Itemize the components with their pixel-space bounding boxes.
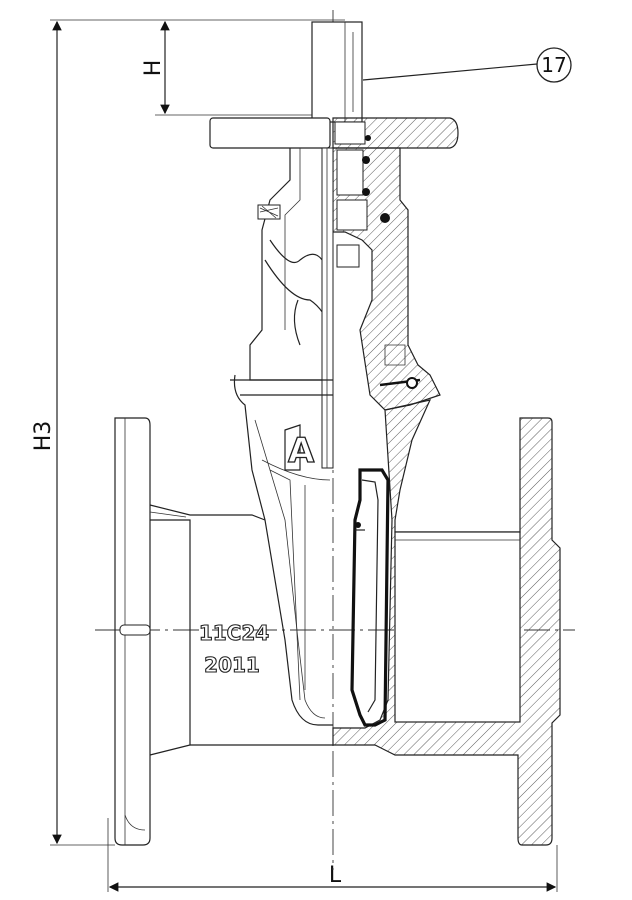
body-right-section — [332, 399, 561, 846]
gate-wedge — [350, 468, 390, 727]
body-markings: 11C24 2011 — [198, 620, 269, 677]
callout-number: 17 — [541, 53, 566, 77]
callout-leader — [362, 63, 538, 81]
bonnet-right-section — [332, 147, 441, 411]
bonnet-left — [249, 148, 331, 381]
body-left: A — [230, 374, 333, 726]
callout-17: 17 — [362, 47, 572, 83]
dimension-l: L — [107, 818, 558, 892]
stem-cap — [311, 21, 363, 123]
stem — [321, 147, 334, 469]
left-flange — [114, 417, 151, 846]
dimension-h: H — [141, 20, 312, 116]
l-label: L — [329, 863, 342, 888]
year-marking: 2011 — [204, 653, 260, 677]
h3-label: H3 — [31, 421, 56, 452]
size-code-marking: 11C24 — [199, 621, 269, 645]
callout-circle — [536, 47, 572, 83]
h-label: H — [141, 60, 166, 77]
handwheel-plate — [209, 117, 459, 149]
left-socket — [149, 504, 333, 756]
manufacturer-logo: A — [288, 431, 315, 471]
dimension-h3: H3 — [31, 19, 345, 846]
